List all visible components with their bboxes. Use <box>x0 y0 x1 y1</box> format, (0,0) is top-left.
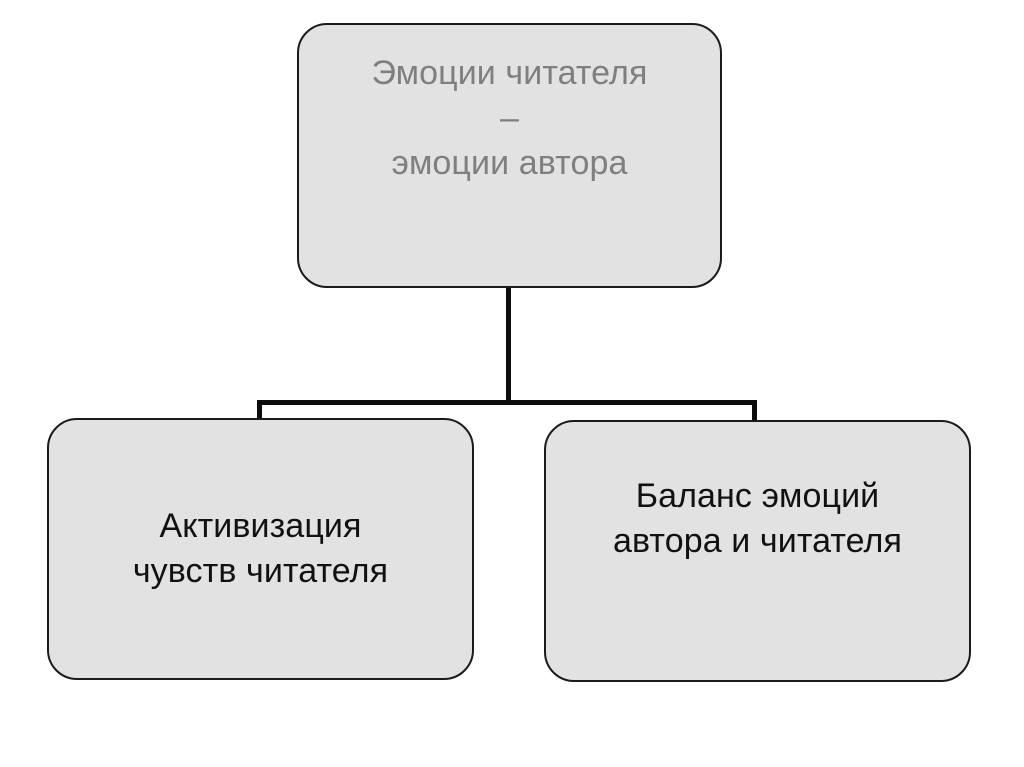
node-root-label: Эмоции читателя – эмоции автора <box>371 54 648 183</box>
connector-branch-horizontal <box>257 400 757 405</box>
node-child-activation[interactable]: Активизация чувств читателя <box>47 418 474 680</box>
connector-trunk-vertical <box>506 286 511 405</box>
node-root-emotions[interactable]: Эмоции читателя – эмоции автора <box>297 23 722 288</box>
node-child-balance[interactable]: Баланс эмоций автора и читателя <box>544 420 971 682</box>
connector-stub-left <box>257 400 262 420</box>
node-child-activation-label: Активизация чувств читателя <box>132 506 389 590</box>
node-child-balance-label: Баланс эмоций автора и читателя <box>612 477 902 561</box>
connector-stub-right <box>752 400 757 420</box>
